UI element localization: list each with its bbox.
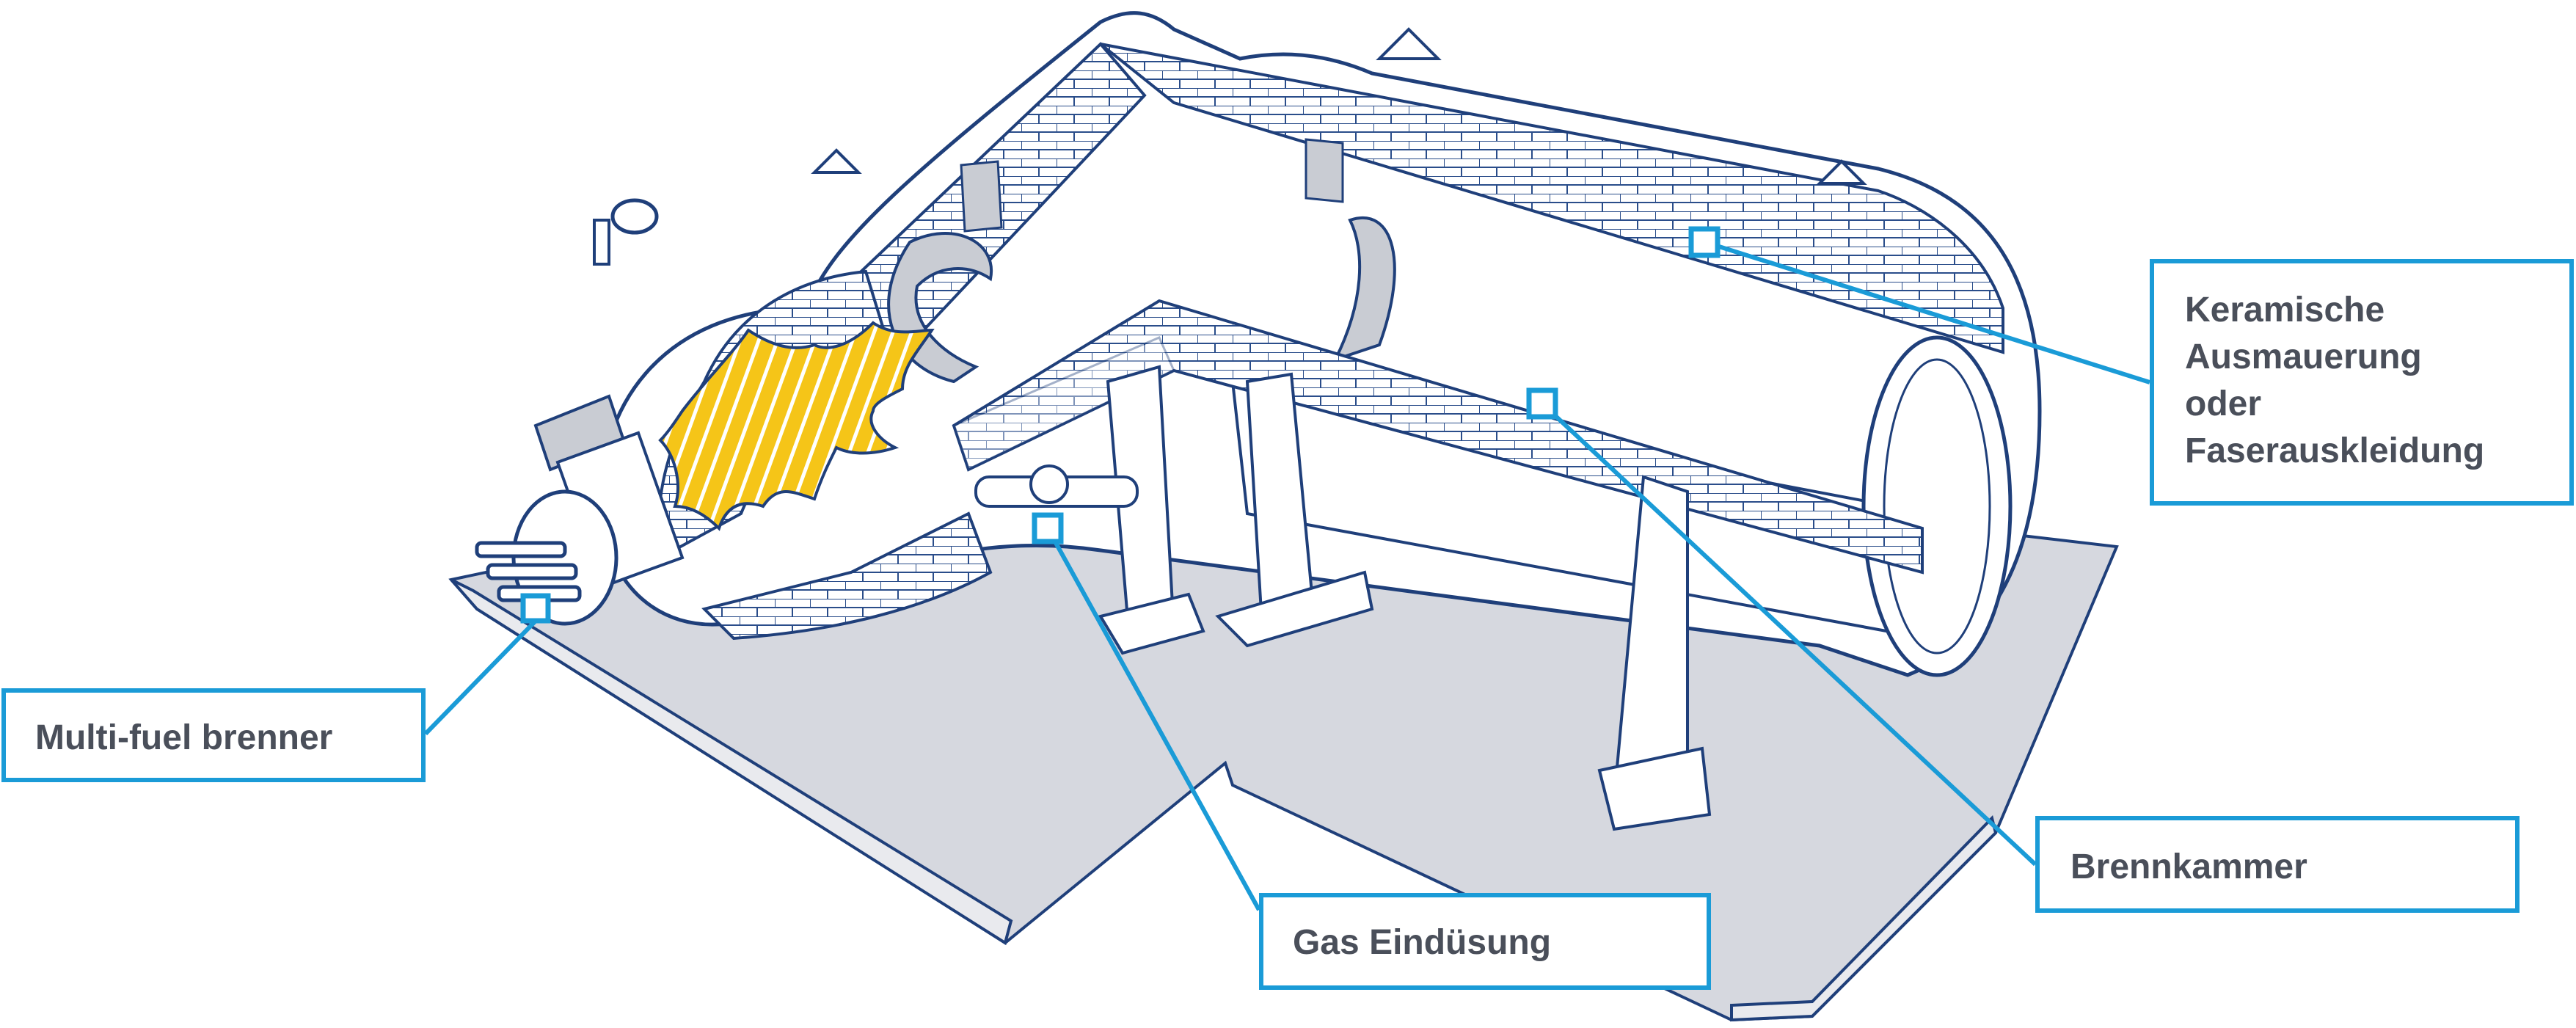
- marker-gas: [1032, 512, 1064, 544]
- callout-label-line-3: oder: [2185, 384, 2262, 423]
- marker-multi-fuel: [520, 593, 551, 624]
- marker-keramik: [1688, 226, 1721, 258]
- callout-gas-eindusung: Gas Eindüsung: [1259, 893, 1711, 990]
- callout-leaders: [423, 240, 2150, 911]
- burner-assembly: [475, 394, 685, 626]
- callout-label-line-2: Ausmauerung: [2185, 338, 2422, 376]
- flange: [593, 198, 659, 266]
- callout-label: Multi-fuel brenner: [35, 718, 333, 757]
- flame: [658, 321, 935, 531]
- cylinder-brennkammer: [1230, 335, 2013, 677]
- marker-brennkammer: [1526, 387, 1558, 420]
- gas-nozzle: [974, 464, 1139, 508]
- callout-label: Brennkammer: [2070, 847, 2307, 886]
- callout-keramische-ausmauerung: Keramische Ausmauerung oder Faserausklei…: [2150, 259, 2574, 506]
- callout-label-line-1: Keramische: [2185, 291, 2385, 329]
- callout-brennkammer: Brennkammer: [2035, 816, 2520, 913]
- callout-multi-fuel-brenner: Multi-fuel brenner: [1, 688, 426, 782]
- callout-label-line-4: Faserauskleidung: [2185, 431, 2485, 470]
- callout-markers: [520, 226, 1721, 624]
- saddle-supports: [1098, 365, 1712, 831]
- callout-label: Gas Eindüsung: [1293, 923, 1552, 962]
